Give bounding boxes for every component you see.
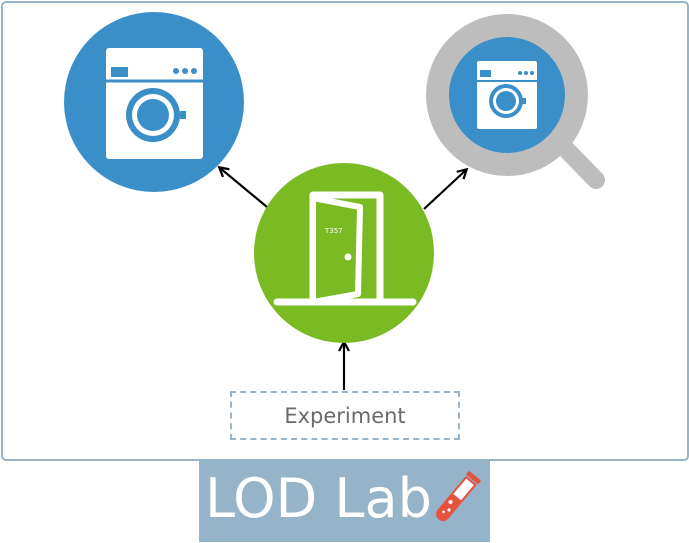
test-tube-icon	[436, 471, 481, 522]
washer-node[interactable]	[64, 12, 244, 192]
search-washer-node[interactable]	[426, 14, 605, 189]
door-label: T357	[324, 227, 343, 235]
washing-machine-icon	[106, 48, 203, 159]
experiment-label-box[interactable]: Experiment	[230, 391, 460, 440]
lod-lab-logo: LOD Lab	[199, 460, 490, 542]
experiment-door-node[interactable]: T357	[254, 163, 434, 343]
magnifier-washing-machine-icon	[426, 14, 605, 189]
door-icon: T357	[273, 191, 417, 306]
logo-text: LOD Lab	[205, 467, 432, 530]
arrow-door-to-search-washer	[423, 170, 466, 210]
experiment-label-text: Experiment	[284, 403, 406, 428]
arrow-door-to-washer	[220, 168, 268, 208]
